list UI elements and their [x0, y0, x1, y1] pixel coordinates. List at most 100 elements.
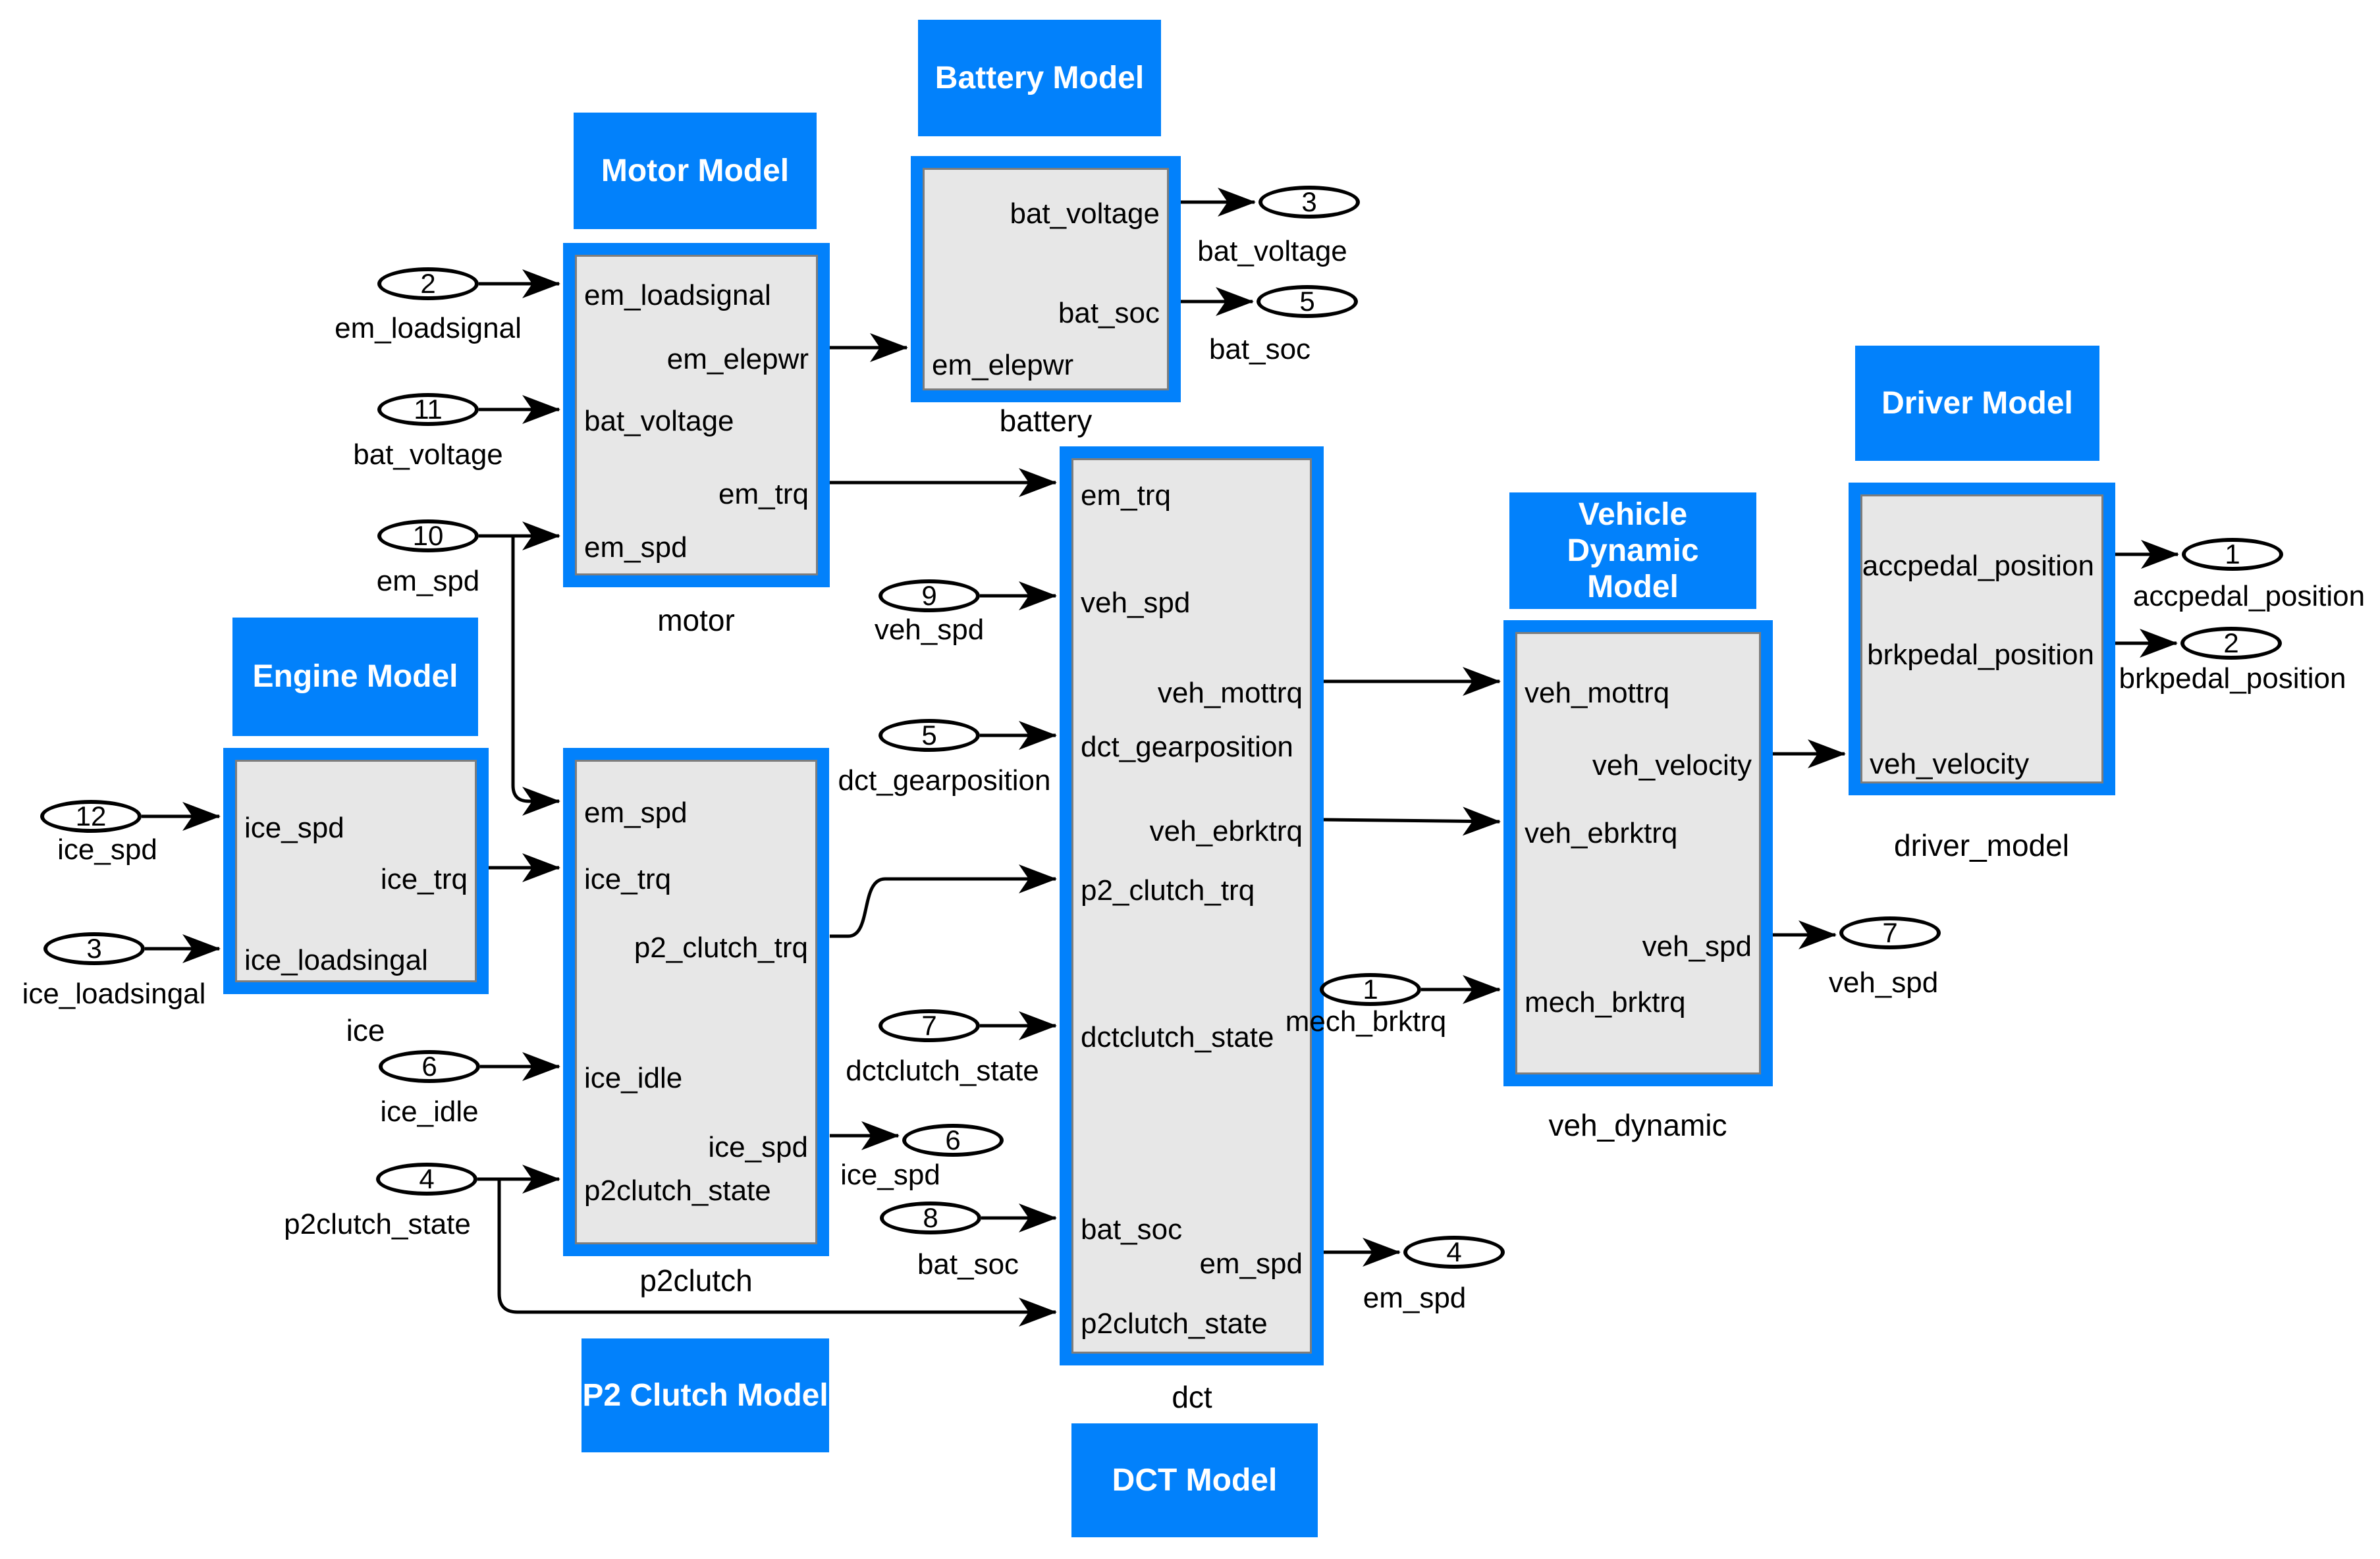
motor-port-in-bat_voltage: bat_voltage	[584, 405, 734, 437]
wire-p2_clutch_trq-to-dct[interactable]	[830, 864, 1057, 938]
battery-port-out-bat_soc: bat_soc	[1058, 297, 1160, 329]
ice-port-in-ice_loadsingal: ice_loadsingal	[244, 944, 428, 976]
ice-caption: ice	[346, 1013, 385, 1047]
outport-7-label: veh_spd	[1828, 966, 1939, 999]
dct-port-in-p2clutch_state: p2clutch_state	[1081, 1308, 1268, 1340]
driver-model-block[interactable]: accpedal_position brkpedal_position veh_…	[1849, 483, 2115, 795]
inport-3-label: ice_loadsingal	[22, 978, 206, 1010]
battery-block[interactable]: bat_voltage bat_soc em_elepwr	[911, 156, 1181, 402]
inport-1-mech_brktrq[interactable]: 1	[1320, 973, 1421, 1006]
vehicle-dynamic-model-title-text: Vehicle Dynamic Model	[1567, 496, 1699, 605]
veh-dynamic-port-out-veh_velocity: veh_velocity	[1592, 749, 1752, 781]
battery-model-title[interactable]: Battery Model	[918, 20, 1161, 136]
dct-port-out-veh_mottrq: veh_mottrq	[1157, 677, 1303, 709]
inport-2-label: em_loadsignal	[335, 312, 522, 344]
outport-1-label: accpedal_position	[2132, 580, 2366, 612]
dct-port-in-p2_clutch_trq: p2_clutch_trq	[1081, 874, 1255, 907]
driver-port-out-brkpedal_position: brkpedal_position	[1867, 639, 2094, 671]
inport-10-em_spd[interactable]: 10	[377, 519, 479, 552]
outport-3-bat_voltage[interactable]: 3	[1258, 186, 1360, 219]
ice-block[interactable]: ice_spd ice_trq ice_loadsingal	[223, 748, 489, 994]
battery-caption: battery	[999, 404, 1093, 438]
p2clutch-port-in-ice_trq: ice_trq	[584, 863, 672, 895]
outport-3-label: bat_voltage	[1197, 235, 1347, 267]
p2clutch-port-out-p2_clutch_trq: p2_clutch_trq	[634, 932, 808, 964]
p2clutch-port-in-ice_idle: ice_idle	[584, 1062, 683, 1094]
engine-model-title[interactable]: Engine Model	[232, 618, 478, 736]
dct-port-out-veh_ebrktrq: veh_ebrktrq	[1149, 815, 1303, 847]
outport-5-label: bat_soc	[1208, 333, 1311, 365]
outport-6-ice_spd[interactable]: 6	[902, 1124, 1004, 1157]
wire-em_spd-branch-to-p2clutch[interactable]	[511, 536, 560, 816]
dct-model-title[interactable]: DCT Model	[1071, 1423, 1318, 1537]
wire-veh_ebrktrq-to-veh_dynamic[interactable]	[1323, 806, 1501, 836]
veh-dynamic-caption: veh_dynamic	[1548, 1108, 1727, 1142]
driver-model-caption: driver_model	[1894, 828, 2069, 862]
dct-block[interactable]: em_trq veh_spd veh_mottrq dct_gearpositi…	[1060, 446, 1324, 1365]
dct-port-in-dctclutch_state: dctclutch_state	[1081, 1021, 1274, 1053]
ice-port-out-ice_trq: ice_trq	[380, 863, 468, 895]
outport-4-label: em_spd	[1363, 1282, 1467, 1314]
veh-dynamic-port-in-mech_brktrq: mech_brktrq	[1525, 986, 1686, 1018]
inport-9-veh_spd[interactable]: 9	[879, 579, 980, 612]
outport-2-label: brkpedal_position	[2119, 662, 2346, 695]
inport-7-label: dctclutch_state	[846, 1055, 1039, 1087]
inport-8-bat_soc[interactable]: 8	[880, 1202, 981, 1234]
vehicle-dynamic-model-title[interactable]: Vehicle Dynamic Model	[1509, 492, 1756, 609]
p2clutch-port-in-em_spd: em_spd	[584, 797, 688, 829]
inport-12-ice_spd[interactable]: 12	[40, 800, 142, 833]
inport-4-p2clutch_state[interactable]: 4	[376, 1163, 477, 1196]
inport-3-ice_loadsingal[interactable]: 3	[43, 932, 145, 965]
veh-dynamic-port-in-veh_mottrq: veh_mottrq	[1525, 677, 1670, 709]
inport-12-label: ice_spd	[57, 833, 157, 866]
p2clutch-caption: p2clutch	[639, 1263, 753, 1298]
veh-dynamic-port-in-veh_ebrktrq: veh_ebrktrq	[1525, 817, 1678, 849]
inport-5-dct_gearposition[interactable]: 5	[879, 719, 980, 752]
p2clutch-port-in-p2clutch_state: p2clutch_state	[584, 1175, 771, 1207]
dct-port-out-em_spd: em_spd	[1199, 1248, 1303, 1280]
motor-model-title[interactable]: Motor Model	[574, 113, 817, 229]
driver-port-out-accpedal_position: accpedal_position	[1862, 550, 2094, 582]
inport-11-bat_voltage[interactable]: 11	[377, 393, 479, 426]
dct-port-in-em_trq: em_trq	[1081, 479, 1171, 512]
motor-port-in-em_spd: em_spd	[584, 531, 688, 564]
inport-5-label: dct_gearposition	[838, 764, 1051, 797]
outport-7-veh_spd[interactable]: 7	[1839, 916, 1941, 949]
inport-8-label: bat_soc	[917, 1248, 1019, 1281]
veh-dynamic-block[interactable]: veh_mottrq veh_velocity veh_ebrktrq veh_…	[1503, 620, 1773, 1086]
driver-port-in-veh_velocity: veh_velocity	[1870, 748, 2030, 780]
battery-port-in-em_elepwr: em_elepwr	[932, 349, 1074, 381]
p2-clutch-model-title[interactable]: P2 Clutch Model	[581, 1338, 829, 1452]
inport-11-label: bat_voltage	[353, 438, 503, 471]
inport-2-em_loadsignal[interactable]: 2	[377, 267, 479, 300]
p2clutch-block[interactable]: em_spd ice_trq p2_clutch_trq ice_idle ic…	[563, 748, 829, 1256]
outport-1-accpedal_position[interactable]: 1	[2182, 538, 2283, 571]
motor-block[interactable]: em_loadsignal em_elepwr bat_voltage em_t…	[563, 243, 830, 587]
motor-port-out-em_trq: em_trq	[718, 478, 809, 510]
outport-4-em_spd[interactable]: 4	[1403, 1236, 1505, 1269]
outport-2-brkpedal_position[interactable]: 2	[2180, 627, 2282, 660]
dct-port-in-bat_soc: bat_soc	[1081, 1213, 1183, 1246]
motor-port-out-em_elepwr: em_elepwr	[666, 343, 809, 375]
inport-9-label: veh_spd	[874, 614, 985, 646]
inport-6-label: ice_idle	[380, 1096, 479, 1128]
dct-port-in-veh_spd: veh_spd	[1081, 587, 1191, 619]
dct-caption: dct	[1172, 1380, 1212, 1414]
inport-6-ice_idle[interactable]: 6	[379, 1050, 480, 1083]
driver-model-title[interactable]: Driver Model	[1855, 346, 2099, 461]
ice-port-in-ice_spd: ice_spd	[244, 812, 344, 844]
p2clutch-port-out-ice_spd: ice_spd	[708, 1131, 808, 1163]
veh-dynamic-port-out-veh_spd: veh_spd	[1642, 930, 1752, 963]
inport-4-label: p2clutch_state	[284, 1208, 471, 1240]
motor-port-in-em_loadsignal: em_loadsignal	[584, 279, 771, 311]
outport-6-label: ice_spd	[840, 1159, 940, 1191]
outport-5-bat_soc[interactable]: 5	[1257, 285, 1358, 318]
inport-7-dctclutch_state[interactable]: 7	[879, 1009, 980, 1042]
inport-1-label: mech_brktrq	[1285, 1005, 1447, 1038]
battery-port-out-bat_voltage: bat_voltage	[1010, 198, 1160, 230]
wire-p2clutch_state-branch-to-dct[interactable]	[497, 1179, 1057, 1327]
motor-caption: motor	[657, 603, 735, 637]
dct-port-in-dct_gearposition: dct_gearposition	[1081, 731, 1293, 763]
